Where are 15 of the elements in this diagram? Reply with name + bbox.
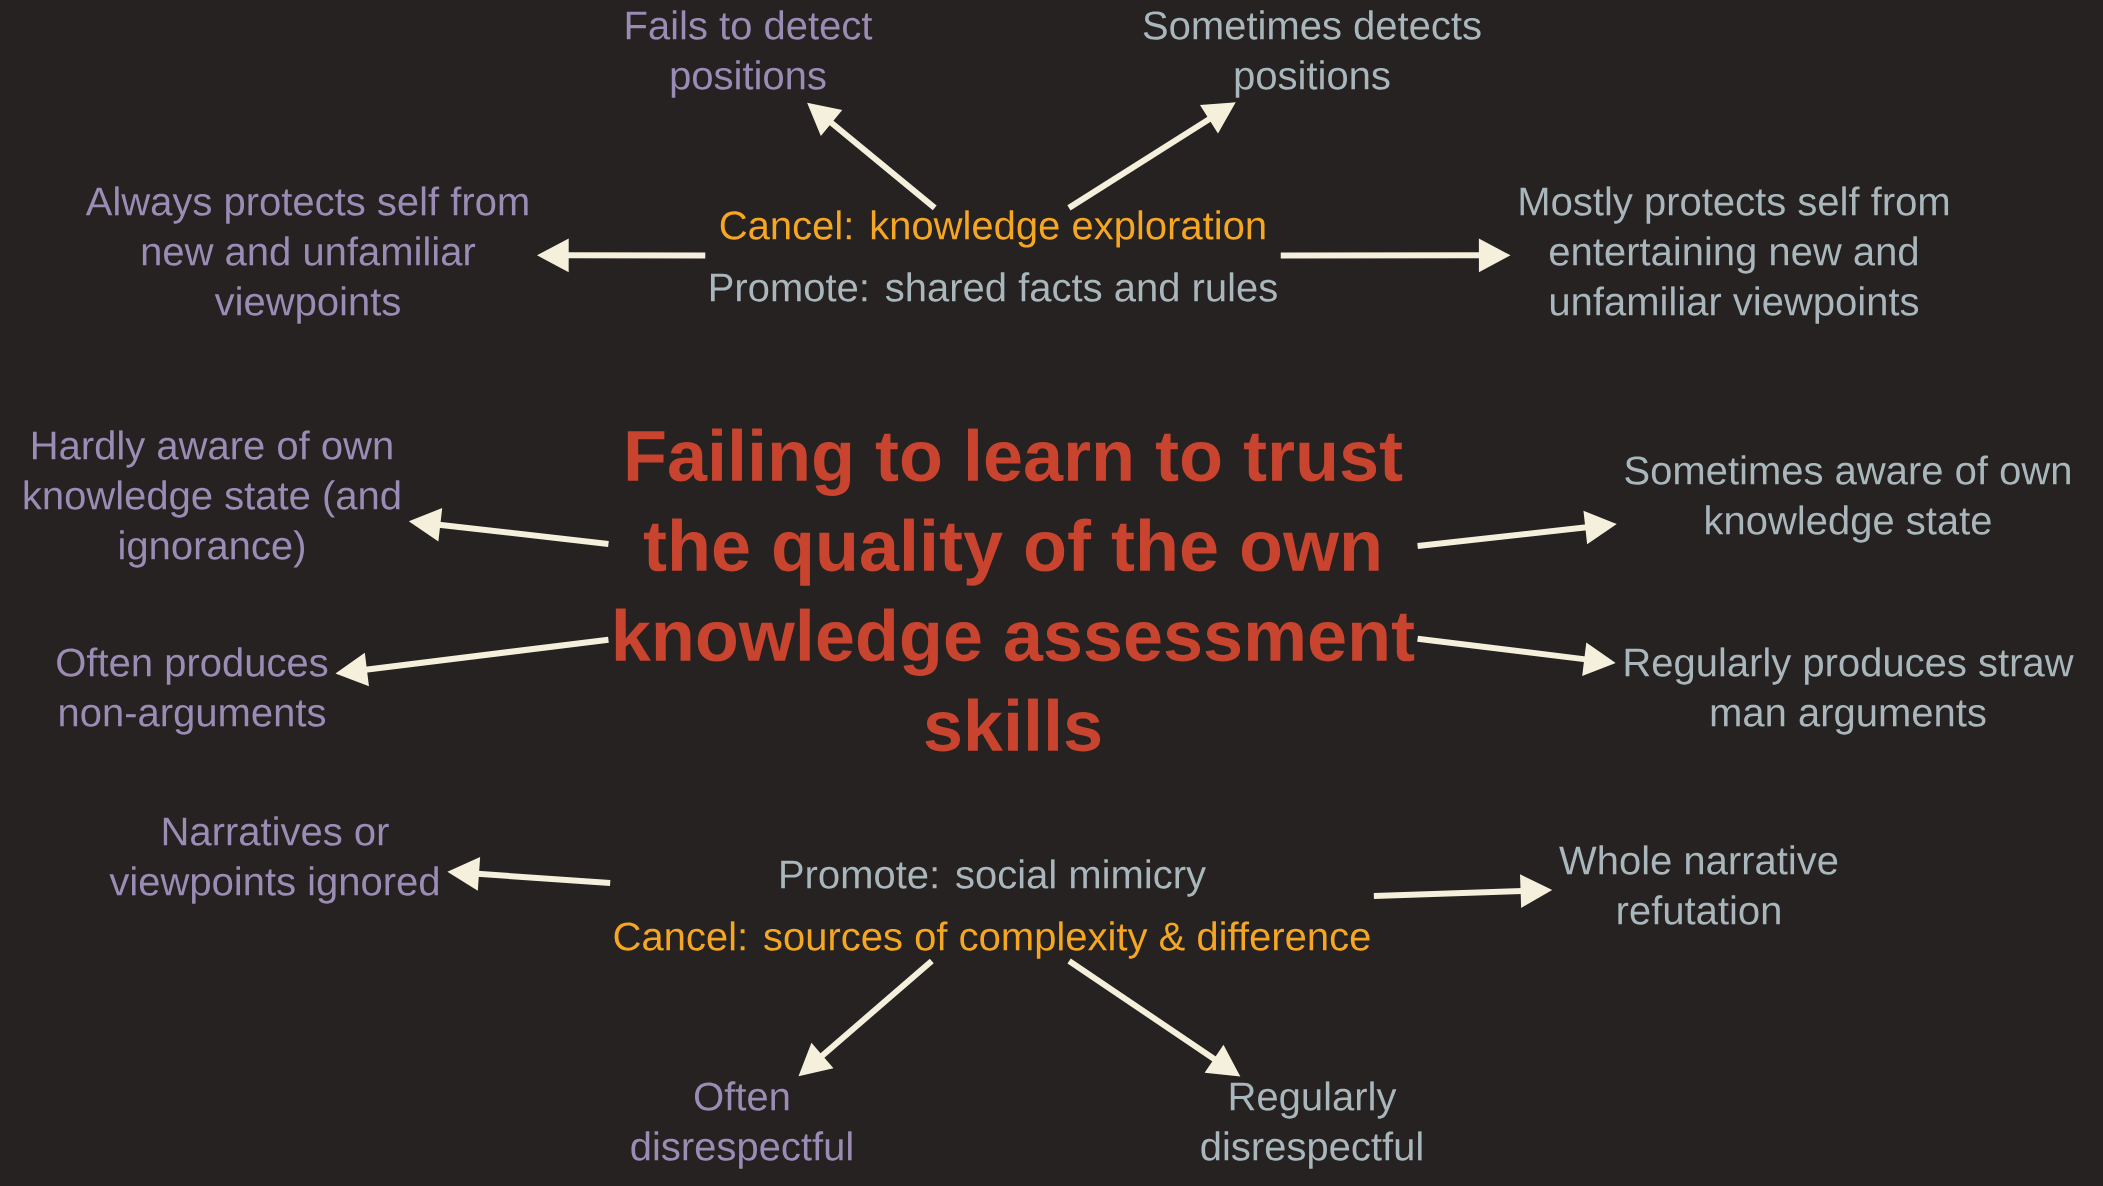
outcome-text: Often produces non-arguments (57, 647, 328, 735)
outcome-text: Often disrespectful (631, 1081, 852, 1169)
outcome-text: Mostly protects self from entertaining new and unfamiliar viewpoints (1520, 186, 1949, 324)
center-text: Cancel: knowledge exploration Promote: shared facts and rules (711, 210, 1277, 302)
center-text: Promote: social mimicry Cancel: sources of complexity & difference (614, 859, 1370, 959)
outcome-text: Sometimes detects positions (1143, 10, 1481, 98)
title-text: Failing to learn to trust the quality of the own knowledge assessment skills (615, 428, 1415, 752)
outcome-text: Regularly disrespectful (1201, 1081, 1422, 1169)
outcome-text: Narratives or viewpoints ignored (109, 816, 438, 904)
outcome-text: Fails to detect positions (626, 10, 873, 98)
outcome-text: Always protects self from new and unfamiliar viewpoints (85, 186, 528, 324)
outcome-text: Regularly produces straw man arguments (1625, 647, 2074, 735)
outcome-text: Whole narrative refutation (1559, 845, 1838, 925)
outcome-text: Sometimes aware of own knowledge state (1625, 455, 2070, 543)
outcome-text: Hardly aware of own knowledge state (and ignorance) (24, 430, 400, 568)
